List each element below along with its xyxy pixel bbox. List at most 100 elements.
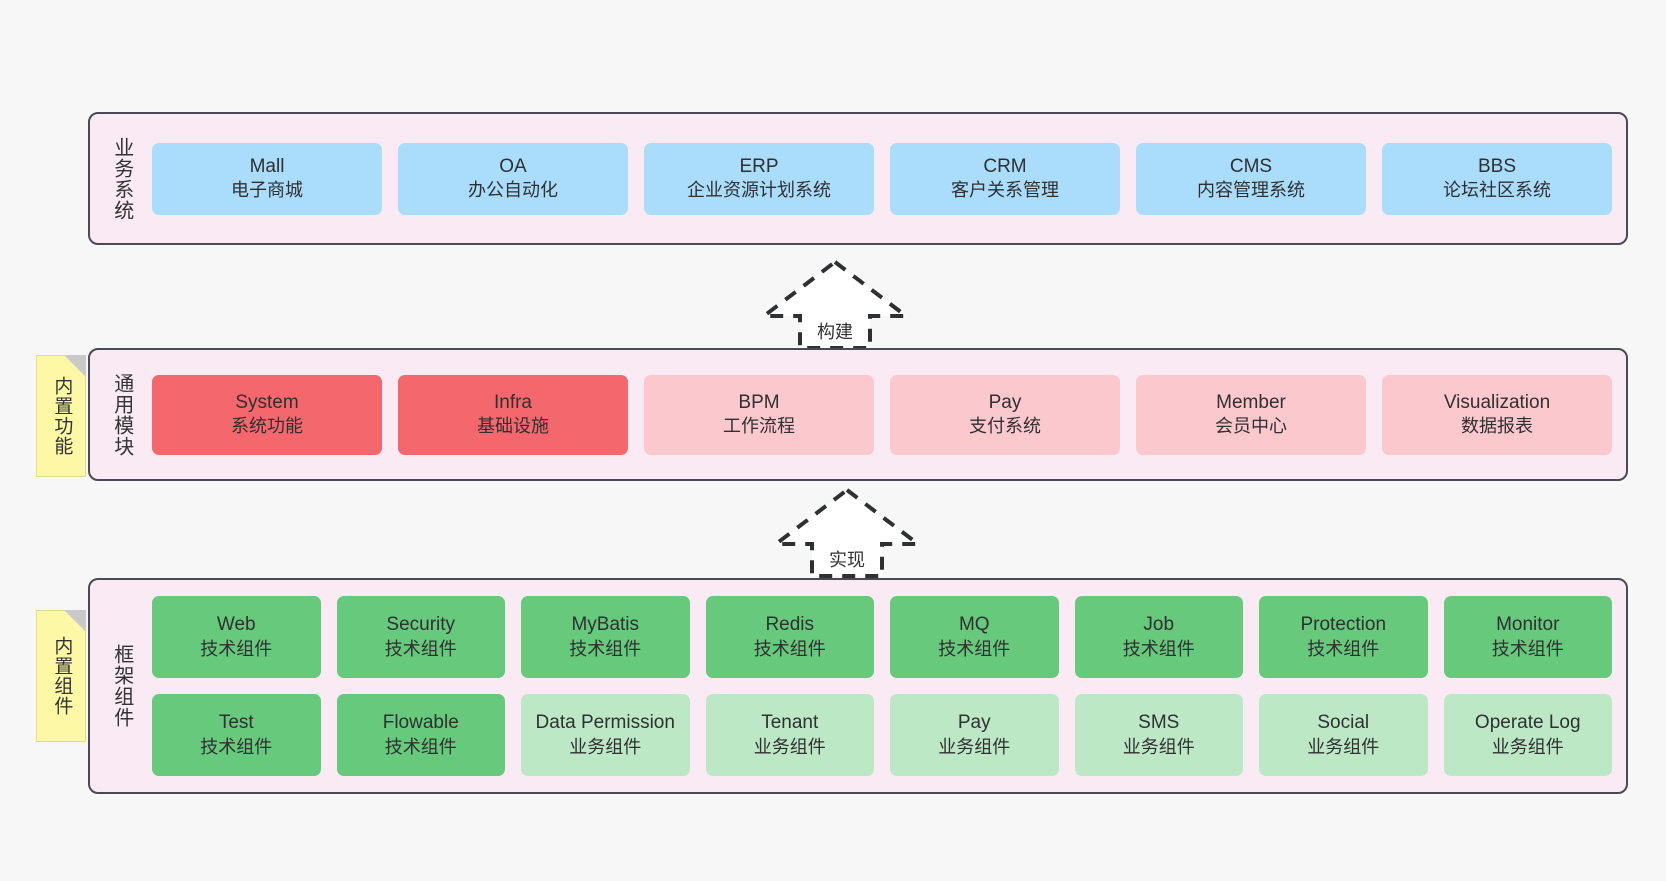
- module-subtitle: 基础设施: [477, 416, 549, 437]
- module-title: Test: [218, 712, 254, 734]
- module-subtitle: 内容管理系统: [1197, 180, 1305, 201]
- module-subtitle: 论坛社区系统: [1443, 180, 1551, 201]
- connector-implement-label: 实现: [829, 550, 865, 570]
- module-card-operate-log[interactable]: Operate Log 业务组件: [1443, 694, 1612, 776]
- module-card-security[interactable]: Security 技术组件: [336, 596, 505, 678]
- module-card-flowable[interactable]: Flowable 技术组件: [336, 694, 505, 776]
- layer-business-systems-label: 业务系统: [110, 136, 133, 221]
- layer-common-modules: 通用模块 System 系统功能 Infra 基础设施 BPM 工作流程 Pay…: [88, 348, 1628, 481]
- module-subtitle: 技术组件: [200, 638, 273, 659]
- module-card-redis[interactable]: Redis 技术组件: [705, 596, 874, 678]
- module-title: BPM: [738, 391, 780, 413]
- module-card-bpm[interactable]: BPM 工作流程: [644, 374, 874, 455]
- module-card-cms[interactable]: CMS 内容管理系统: [1136, 142, 1366, 215]
- module-title: Security: [386, 614, 456, 636]
- module-card-oa[interactable]: OA 办公自动化: [398, 142, 628, 215]
- module-card-monitor[interactable]: Monitor 技术组件: [1443, 596, 1612, 678]
- module-subtitle: 业务组件: [753, 736, 826, 757]
- module-subtitle: 会员中心: [1215, 416, 1287, 437]
- module-title: Visualization: [1443, 391, 1551, 413]
- module-title: Mall: [249, 155, 285, 177]
- connector-build-arrow: 构建: [760, 258, 910, 350]
- module-card-mall[interactable]: Mall 电子商城: [152, 142, 382, 215]
- module-card-system[interactable]: System 系统功能: [152, 374, 382, 455]
- module-title: MQ: [958, 614, 990, 636]
- module-title: Flowable: [382, 712, 459, 734]
- module-subtitle: 业务组件: [569, 736, 642, 757]
- module-card-web[interactable]: Web 技术组件: [152, 596, 321, 678]
- module-title: CMS: [1229, 155, 1273, 177]
- module-title: Social: [1317, 712, 1370, 734]
- module-subtitle: 技术组件: [938, 638, 1011, 659]
- framework-tech-row: Web 技术组件 Security 技术组件 MyBatis 技术组件 Redi…: [152, 596, 1612, 678]
- module-title: Infra: [493, 391, 533, 413]
- module-title: Redis: [765, 614, 815, 636]
- module-card-data-permission[interactable]: Data Permission 业务组件: [521, 694, 690, 776]
- module-card-protection[interactable]: Protection 技术组件: [1259, 596, 1428, 678]
- module-title: Job: [1143, 614, 1175, 636]
- module-card-erp[interactable]: ERP 企业资源计划系统: [644, 142, 874, 215]
- module-title: ERP: [739, 155, 779, 177]
- module-subtitle: 支付系统: [969, 416, 1041, 437]
- module-card-sms[interactable]: SMS 业务组件: [1074, 694, 1243, 776]
- layer-common-modules-body: System 系统功能 Infra 基础设施 BPM 工作流程 Pay 支付系统…: [138, 360, 1612, 469]
- module-card-pay-business[interactable]: Pay 业务组件: [890, 694, 1059, 776]
- module-title: Member: [1216, 391, 1286, 413]
- module-subtitle: 技术组件: [1307, 638, 1380, 659]
- module-title: Protection: [1300, 614, 1387, 636]
- module-subtitle: 企业资源计划系统: [687, 180, 831, 201]
- module-subtitle: 技术组件: [384, 736, 457, 757]
- module-subtitle: 系统功能: [231, 416, 303, 437]
- module-card-infra[interactable]: Infra 基础设施: [398, 374, 628, 455]
- module-subtitle: 业务组件: [1307, 736, 1380, 757]
- layer-framework-components-body: Web 技术组件 Security 技术组件 MyBatis 技术组件 Redi…: [138, 590, 1612, 782]
- module-card-member[interactable]: Member 会员中心: [1136, 374, 1366, 455]
- module-subtitle: 办公自动化: [468, 180, 558, 201]
- module-title: Operate Log: [1474, 712, 1581, 734]
- connector-implement-arrow: 实现: [772, 486, 922, 578]
- module-subtitle: 业务组件: [938, 736, 1011, 757]
- sticky-note-builtin-components: 内置组件: [36, 610, 86, 742]
- module-title: MyBatis: [571, 614, 640, 636]
- module-subtitle: 技术组件: [1122, 638, 1195, 659]
- module-title: Tenant: [761, 712, 819, 734]
- module-card-test[interactable]: Test 技术组件: [152, 694, 321, 776]
- module-subtitle: 业务组件: [1122, 736, 1195, 757]
- layer-framework-components-label: 框架组件: [110, 644, 133, 728]
- module-title: SMS: [1138, 712, 1180, 734]
- module-card-mybatis[interactable]: MyBatis 技术组件: [521, 596, 690, 678]
- module-card-visualization[interactable]: Visualization 数据报表: [1382, 374, 1612, 455]
- connector-build-label: 构建: [817, 322, 853, 342]
- module-card-job[interactable]: Job 技术组件: [1074, 596, 1243, 678]
- layer-business-systems: 业务系统 Mall 电子商城 OA 办公自动化 ERP 企业资源计划系统 CRM…: [88, 112, 1628, 245]
- module-subtitle: 业务组件: [1491, 736, 1564, 757]
- module-subtitle: 技术组件: [200, 736, 273, 757]
- sticky-note-label: 内置功能: [51, 376, 73, 456]
- layer-common-modules-label: 通用模块: [110, 372, 133, 457]
- module-card-crm[interactable]: CRM 客户关系管理: [890, 142, 1120, 215]
- framework-business-row: Test 技术组件 Flowable 技术组件 Data Permission …: [152, 694, 1612, 776]
- module-card-pay[interactable]: Pay 支付系统: [890, 374, 1120, 455]
- module-card-bbs[interactable]: BBS 论坛社区系统: [1382, 142, 1612, 215]
- layer-business-systems-body: Mall 电子商城 OA 办公自动化 ERP 企业资源计划系统 CRM 客户关系…: [138, 124, 1612, 233]
- module-card-mq[interactable]: MQ 技术组件: [890, 596, 1059, 678]
- module-subtitle: 电子商城: [231, 180, 303, 201]
- module-subtitle: 技术组件: [1491, 638, 1564, 659]
- layer-framework-components: 框架组件 Web 技术组件 Security 技术组件 MyBatis 技术组件…: [88, 578, 1628, 794]
- module-subtitle: 技术组件: [384, 638, 457, 659]
- module-subtitle: 技术组件: [753, 638, 826, 659]
- module-title: OA: [499, 155, 527, 177]
- sticky-note-builtin-features: 内置功能: [36, 355, 86, 477]
- module-title: Data Permission: [535, 712, 675, 734]
- module-subtitle: 数据报表: [1461, 416, 1533, 437]
- module-title: BBS: [1477, 155, 1517, 177]
- common-modules-row: System 系统功能 Infra 基础设施 BPM 工作流程 Pay 支付系统…: [152, 374, 1612, 455]
- module-title: Pay: [988, 391, 1022, 413]
- module-title: Pay: [957, 712, 991, 734]
- module-card-social[interactable]: Social 业务组件: [1259, 694, 1428, 776]
- module-subtitle: 工作流程: [723, 416, 795, 437]
- module-title: CRM: [983, 155, 1027, 177]
- module-title: Web: [216, 614, 256, 636]
- module-title: Monitor: [1496, 614, 1560, 636]
- module-card-tenant[interactable]: Tenant 业务组件: [705, 694, 874, 776]
